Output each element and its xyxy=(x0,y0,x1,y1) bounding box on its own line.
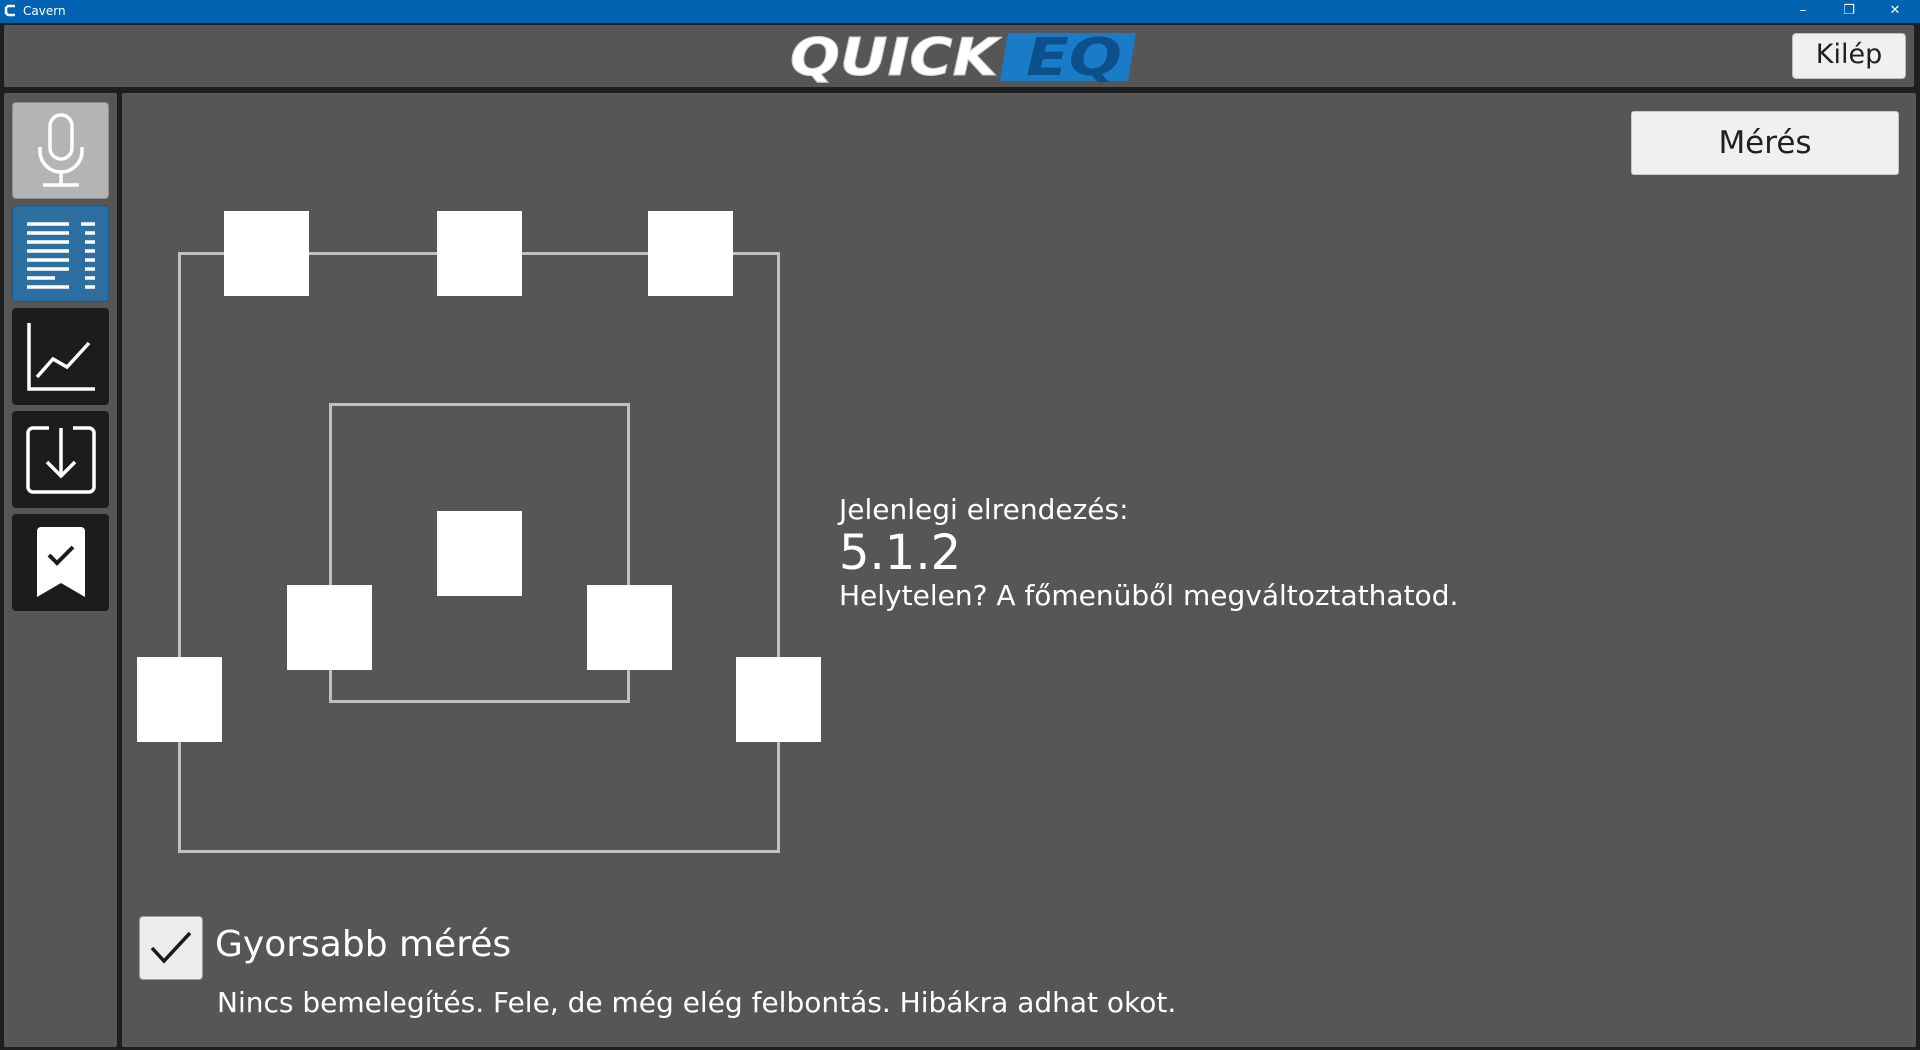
sidebar-item-graph[interactable] xyxy=(12,308,109,405)
speaker-front-center xyxy=(437,211,522,296)
restore-button[interactable]: ❐ xyxy=(1843,3,1855,18)
sidebar-item-microphone[interactable] xyxy=(12,102,109,199)
speaker-front-right-height xyxy=(648,211,733,296)
quickeq-logo: QUICK EQ xyxy=(790,31,1136,83)
layout-label: Jelenlegi elrendezés: xyxy=(839,493,1129,526)
line-chart-icon xyxy=(26,322,95,391)
sidebar-item-finish[interactable] xyxy=(12,514,109,611)
sidebar xyxy=(4,93,117,1047)
download-icon xyxy=(25,425,96,494)
microphone-icon xyxy=(37,112,84,187)
speaker-left-inner xyxy=(287,585,372,670)
logo-text-quick: QUICK xyxy=(790,31,1002,83)
speaker-center-listener xyxy=(437,511,522,596)
sidebar-item-channel-list[interactable] xyxy=(12,205,109,302)
main-panel: Mérés Jelenlegi elrendezés: 5.1.2 Helyte… xyxy=(122,93,1916,1047)
close-button[interactable]: ✕ xyxy=(1889,3,1901,18)
sidebar-item-import[interactable] xyxy=(12,411,109,508)
speaker-surround-left xyxy=(137,657,222,742)
speaker-right-inner xyxy=(587,585,672,670)
fast-measure-checkbox[interactable] xyxy=(139,916,203,980)
checkmark-icon xyxy=(150,931,192,964)
window-title: Cavern xyxy=(23,4,66,18)
fast-measure-label[interactable]: Gyorsabb mérés xyxy=(215,924,512,965)
list-icon xyxy=(26,221,95,289)
bookmark-check-icon xyxy=(36,526,85,597)
window-titlebar: Cavern – ❐ ✕ xyxy=(0,0,1920,23)
header-bar: QUICK EQ Kilép xyxy=(4,25,1914,87)
logo-text-eq: EQ xyxy=(1026,31,1122,83)
speaker-front-left-height xyxy=(224,211,309,296)
speaker-surround-right xyxy=(736,657,821,742)
exit-button[interactable]: Kilép xyxy=(1792,33,1906,79)
layout-info: Jelenlegi elrendezés: 5.1.2 Helytelen? A… xyxy=(839,493,1458,613)
fast-measure-description: Nincs bemelegítés. Fele, de még elég fel… xyxy=(217,986,1177,1019)
layout-hint: Helytelen? A főmenüből megváltoztathatod… xyxy=(839,579,1459,612)
layout-value: 5.1.2 xyxy=(839,525,962,581)
measure-button[interactable]: Mérés xyxy=(1631,111,1899,175)
minimize-button[interactable]: – xyxy=(1799,3,1807,18)
listening-area-outline xyxy=(329,403,630,703)
cavern-app-icon xyxy=(4,4,15,17)
